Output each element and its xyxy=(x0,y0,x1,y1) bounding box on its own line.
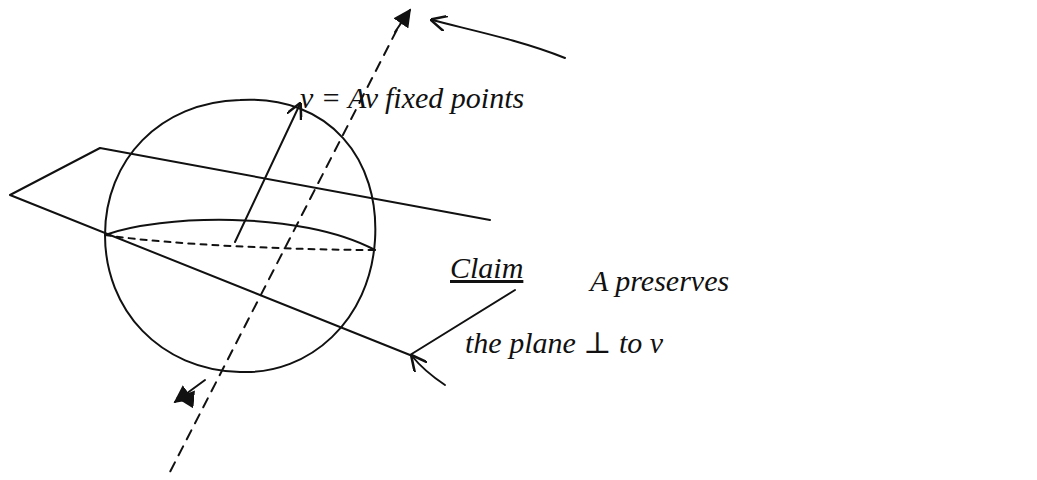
pointer-arrow xyxy=(432,20,565,58)
equator xyxy=(105,220,375,250)
claim-heading: Claim xyxy=(450,250,523,286)
note-label: fixed points xyxy=(385,80,524,116)
axis xyxy=(170,14,405,472)
equator-back xyxy=(105,235,375,250)
sphere xyxy=(105,100,375,372)
axis-arrow-up xyxy=(395,10,410,32)
pointer-arrow xyxy=(412,356,445,385)
claim-text: A preserves the plane ⊥ to v xyxy=(465,250,765,374)
vector-v xyxy=(235,104,300,242)
axis-arrow-down xyxy=(175,380,205,402)
equation-label: v = Av xyxy=(300,80,378,116)
plane xyxy=(10,148,515,355)
